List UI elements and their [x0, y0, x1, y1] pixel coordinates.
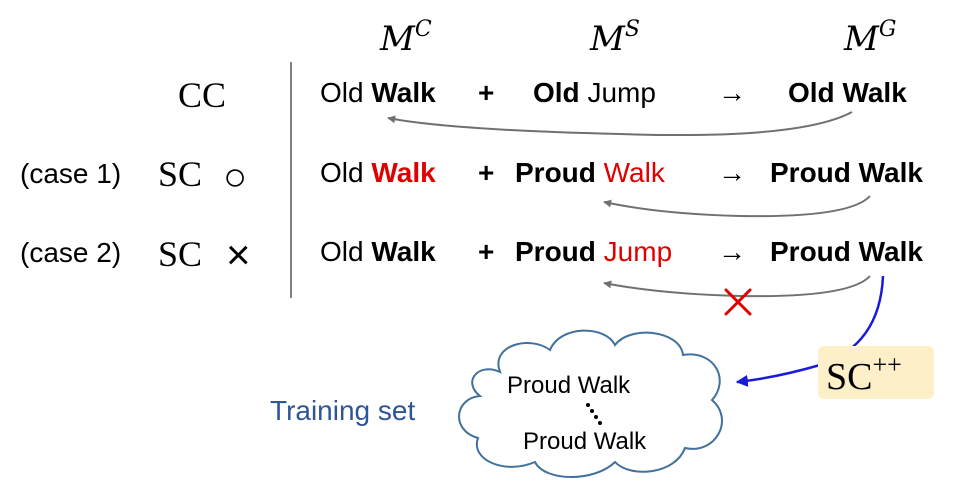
ellipsis-dots [586, 403, 602, 425]
row2-mg: Proud Walk [770, 157, 923, 188]
scpp-badge-label: SC++ [826, 350, 902, 398]
row2-arrow: → [718, 157, 746, 188]
row3-feedback-arrow [603, 275, 871, 298]
training-cloud [458, 329, 723, 478]
row1-feedback-arrow [387, 111, 853, 137]
row3-mc: Old Walk [320, 236, 436, 267]
row2-ms: Proud Walk [515, 157, 666, 188]
circle-mark: ○ [223, 155, 247, 199]
row1-mg: Old Walk [788, 77, 907, 108]
label-sc-case1: SC [158, 154, 202, 194]
row1-plus: + [478, 77, 494, 108]
row1-mc: Old Walk [320, 77, 436, 108]
header-mc: MC [379, 17, 432, 59]
label-cc: CC [178, 75, 226, 115]
training-item-2: Proud Walk [523, 428, 647, 455]
label-case2: (case 2) [20, 237, 121, 268]
row3-ms: Proud Jump [515, 236, 672, 267]
row1-ms: Old Jump [533, 77, 656, 108]
label-sc-case2: SC [158, 234, 202, 274]
cross-mark: × [226, 231, 251, 278]
row2-plus: + [478, 157, 494, 188]
row2-mc: Old Walk [320, 157, 436, 188]
row3-arrow: → [718, 236, 746, 267]
label-case1: (case 1) [20, 158, 121, 189]
training-set-label: Training set [270, 395, 415, 426]
training-item-1: Proud Walk [507, 372, 631, 399]
row2-feedback-arrow [603, 195, 871, 218]
row1-arrow: → [718, 77, 746, 108]
row3-mg: Proud Walk [770, 236, 923, 267]
header-ms: MS [589, 17, 640, 59]
red-cross-icon [724, 288, 752, 316]
row3-plus: + [478, 236, 494, 267]
header-mg: MG [843, 17, 896, 59]
scpp-badge-bg [818, 346, 934, 399]
